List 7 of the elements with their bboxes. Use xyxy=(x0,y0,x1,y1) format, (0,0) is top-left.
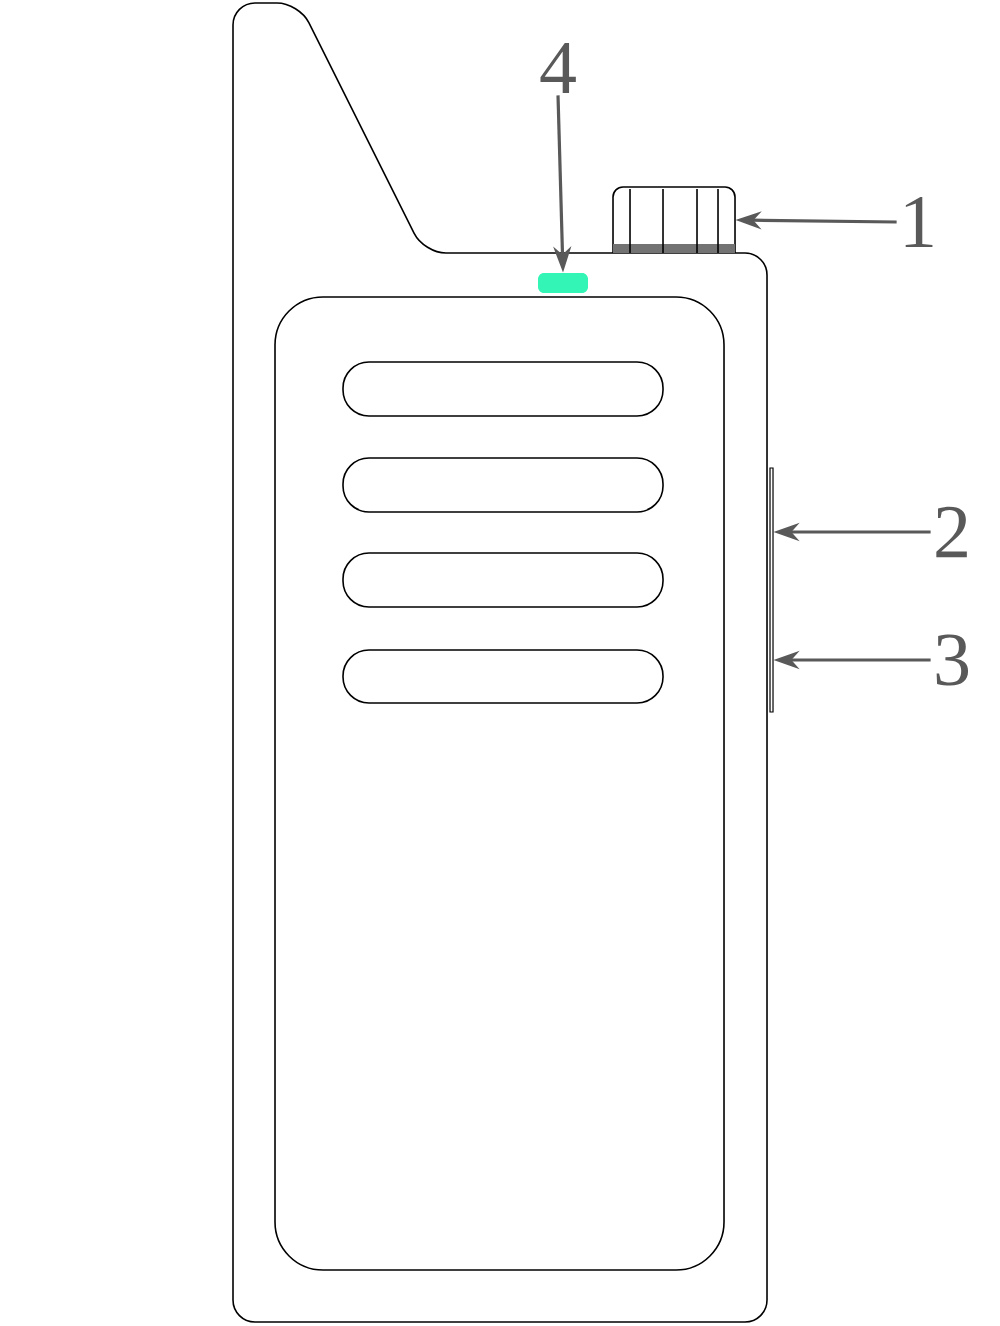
knob xyxy=(612,186,736,254)
side-button xyxy=(769,467,774,713)
callout-number: 3 xyxy=(936,634,969,686)
callout-number: 2 xyxy=(936,506,967,558)
callout-number: 1 xyxy=(905,196,933,248)
indicator-light xyxy=(538,273,588,293)
callout-number: 4 xyxy=(540,43,576,93)
